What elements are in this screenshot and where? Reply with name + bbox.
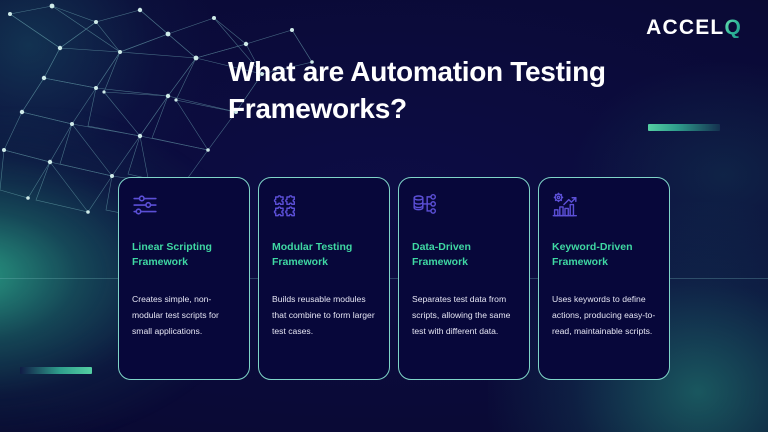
card-description: Separates test data from scripts, allowi… bbox=[412, 294, 511, 337]
sliders-icon bbox=[132, 192, 158, 218]
card-title: Data-Driven Framework bbox=[412, 241, 471, 269]
decor-bar-right bbox=[648, 124, 720, 131]
framework-card-linear-scripting[interactable]: Linear Scripting Framework Creates simpl… bbox=[118, 177, 250, 380]
card-description: Creates simple, non-modular test scripts… bbox=[132, 294, 219, 337]
card-title: Modular Testing Framework bbox=[272, 241, 353, 269]
card-description: Builds reusable modules that combine to … bbox=[272, 294, 375, 337]
framework-card-data-driven[interactable]: Data-Driven Framework Separates test dat… bbox=[398, 177, 530, 380]
framework-card-list: Linear Scripting Framework Creates simpl… bbox=[118, 177, 670, 380]
card-title: Keyword-Driven Framework bbox=[552, 241, 633, 269]
page-title: What are Automation Testing Frameworks? bbox=[228, 56, 606, 124]
card-title: Linear Scripting Framework bbox=[132, 241, 212, 269]
logo-accent-letter: Q bbox=[724, 16, 742, 39]
decor-bar-left bbox=[20, 367, 92, 374]
puzzle-pieces-icon bbox=[272, 192, 298, 218]
database-nodes-icon bbox=[412, 192, 438, 218]
bar-chart-growth-icon bbox=[552, 192, 578, 218]
logo-wordmark: ACCEL bbox=[646, 16, 725, 39]
framework-card-keyword-driven[interactable]: Keyword-Driven Framework Uses keywords t… bbox=[538, 177, 670, 380]
framework-card-modular-testing[interactable]: Modular Testing Framework Builds reusabl… bbox=[258, 177, 390, 380]
card-description: Uses keywords to define actions, produci… bbox=[552, 294, 656, 337]
